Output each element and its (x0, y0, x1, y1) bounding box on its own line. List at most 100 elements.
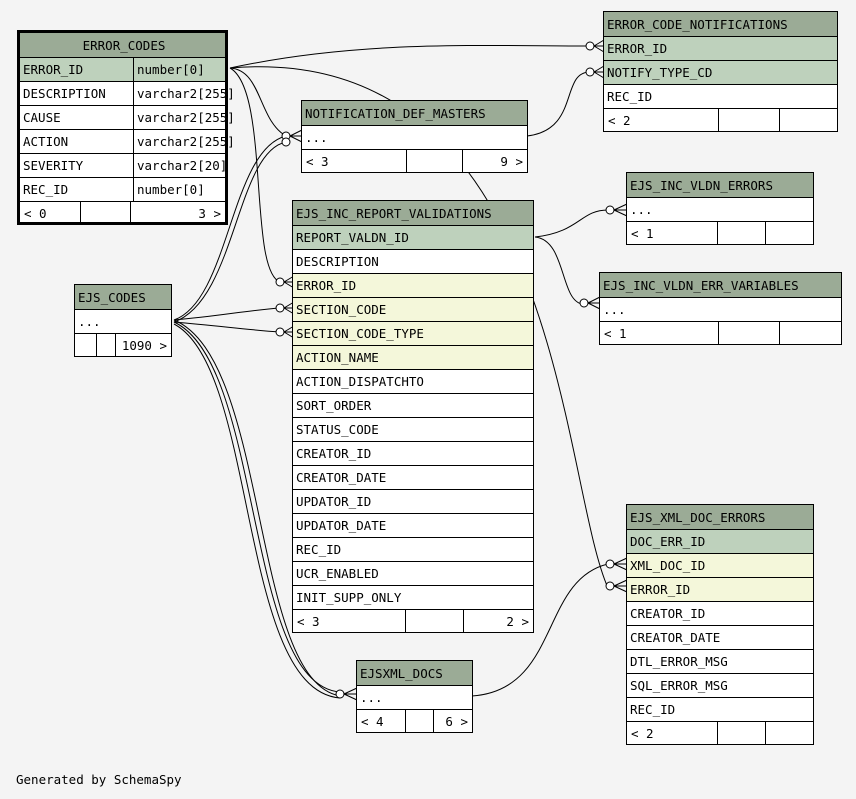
column-name: DESCRIPTION (23, 86, 106, 101)
table-ejs-xml-doc-errors[interactable]: EJS_XML_DOC_ERRORS DOC_ERR_ID XML_DOC_ID… (626, 504, 814, 745)
column-row: NOTIFY_TYPE_CD (604, 60, 837, 84)
column-row: STATUS_CODE (293, 417, 533, 441)
child-count (765, 222, 813, 245)
table-header: EJS_INC_VLDN_ERRORS (627, 173, 813, 197)
column-name: CREATOR_DATE (296, 470, 387, 485)
table-name: ERROR_CODE_NOTIFICATIONS (607, 16, 788, 32)
table-header: EJS_INC_REPORT_VALIDATIONS (293, 201, 533, 225)
column-name: REC_ID (23, 182, 69, 197)
column-type: number[0] (133, 178, 225, 201)
child-count (779, 322, 841, 345)
table-footer: < 1 (600, 321, 841, 345)
table-header: ERROR_CODES (20, 33, 225, 57)
child-count: 9 > (462, 150, 527, 173)
column-name: INIT_SUPP_ONLY (296, 590, 402, 605)
table-notification-def-masters[interactable]: NOTIFICATION_DEF_MASTERS ... < 3 9 > (301, 100, 528, 173)
column-row: ERROR_ID (627, 577, 813, 601)
table-header: EJS_INC_VLDN_ERR_VARIABLES (600, 273, 841, 297)
child-count: 3 > (130, 202, 225, 225)
column-name: SQL_ERROR_MSG (630, 678, 728, 693)
child-count: 2 > (463, 610, 533, 633)
column-type: varchar2[255] (133, 130, 235, 153)
column-name: CAUSE (23, 110, 61, 125)
column-row: ACTION_NAME (293, 345, 533, 369)
column-name: UCR_ENABLED (296, 566, 379, 581)
table-header: EJS_XML_DOC_ERRORS (627, 505, 813, 529)
column-name: ... (78, 314, 101, 329)
column-row: ... (75, 309, 171, 333)
column-name: XML_DOC_ID (630, 558, 706, 573)
column-name: ... (603, 302, 626, 317)
table-footer: < 2 (627, 721, 813, 745)
column-name: ERROR_ID (630, 582, 691, 597)
column-name: REC_ID (607, 89, 653, 104)
column-row: UCR_ENABLED (293, 561, 533, 585)
table-header: EJSXML_DOCS (357, 661, 472, 685)
column-row: ACTION_DISPATCHTO (293, 369, 533, 393)
column-name: NOTIFY_TYPE_CD (607, 65, 713, 80)
link-report-valdn-vldn-errors (534, 209, 609, 238)
column-name: REC_ID (630, 702, 676, 717)
table-ejs-inc-vldn-err-variables[interactable]: EJS_INC_VLDN_ERR_VARIABLES ... < 1 (599, 272, 842, 345)
table-ejs-inc-vldn-errors[interactable]: EJS_INC_VLDN_ERRORS ... < 1 (626, 172, 814, 245)
column-row: CREATOR_DATE (627, 625, 813, 649)
generator-credit: Generated by SchemaSpy (16, 772, 182, 787)
table-name: EJS_INC_VLDN_ERR_VARIABLES (603, 277, 799, 293)
table-name: NOTIFICATION_DEF_MASTERS (305, 105, 486, 121)
link-error-codes-report-validations (229, 67, 281, 283)
table-name: EJS_CODES (78, 289, 146, 305)
column-row: REC_ID (627, 697, 813, 721)
column-row: ... (302, 125, 527, 149)
table-footer: < 3 9 > (302, 149, 527, 173)
parent-count: < 2 (608, 113, 631, 128)
table-header: EJS_CODES (75, 285, 171, 309)
child-count: 1090 > (115, 334, 171, 357)
column-row: DOC_ERR_ID (627, 529, 813, 553)
column-row: DTL_ERROR_MSG (627, 649, 813, 673)
link-error-codes-ndm (229, 67, 287, 137)
link-ndm-notifications (526, 71, 591, 137)
table-footer: < 1 (627, 221, 813, 245)
column-name: ... (305, 130, 328, 145)
parent-count: < 0 (24, 206, 47, 221)
child-count (765, 722, 813, 745)
column-name: ERROR_ID (23, 62, 84, 77)
table-name: EJS_INC_VLDN_ERRORS (630, 177, 773, 193)
column-row: ... (600, 297, 841, 321)
table-ejs-codes[interactable]: EJS_CODES ... 1090 > (74, 284, 172, 357)
child-count: 6 > (433, 710, 472, 733)
column-row: SEVERITY varchar2[20] (20, 153, 227, 177)
column-row: REPORT_VALDN_ID (293, 225, 533, 249)
table-name: EJSXML_DOCS (360, 665, 443, 681)
parent-count: < 2 (631, 726, 654, 741)
parent-count: < 3 (306, 154, 329, 169)
column-type: varchar2[20] (133, 154, 227, 177)
column-name: SEVERITY (23, 158, 84, 173)
column-name: ACTION_NAME (296, 350, 379, 365)
column-name: REC_ID (296, 542, 342, 557)
parent-count (75, 334, 96, 357)
parent-count: < 1 (631, 226, 654, 241)
column-name: UPDATOR_ID (296, 494, 372, 509)
column-row: ERROR_ID (293, 273, 533, 297)
column-row: REC_ID (604, 84, 837, 108)
column-name: ACTION (23, 134, 69, 149)
link-ejs-codes-section-code-type (173, 321, 281, 333)
column-name: SECTION_CODE_TYPE (296, 326, 424, 341)
table-footer: 1090 > (75, 333, 171, 357)
table-name: ERROR_CODES (82, 37, 166, 53)
table-header: NOTIFICATION_DEF_MASTERS (302, 101, 527, 125)
link-ejs-codes-section-code (173, 307, 281, 321)
column-row: REC_ID number[0] (20, 177, 225, 201)
parent-count: < 3 (297, 614, 320, 629)
table-ejs-inc-report-validations[interactable]: EJS_INC_REPORT_VALIDATIONS REPORT_VALDN_… (292, 200, 534, 633)
table-error-code-notifications[interactable]: ERROR_CODE_NOTIFICATIONS ERROR_ID NOTIFY… (603, 11, 838, 132)
column-name: REPORT_VALDN_ID (296, 230, 409, 245)
column-name: DESCRIPTION (296, 254, 379, 269)
table-footer: < 0 3 > (20, 201, 225, 225)
